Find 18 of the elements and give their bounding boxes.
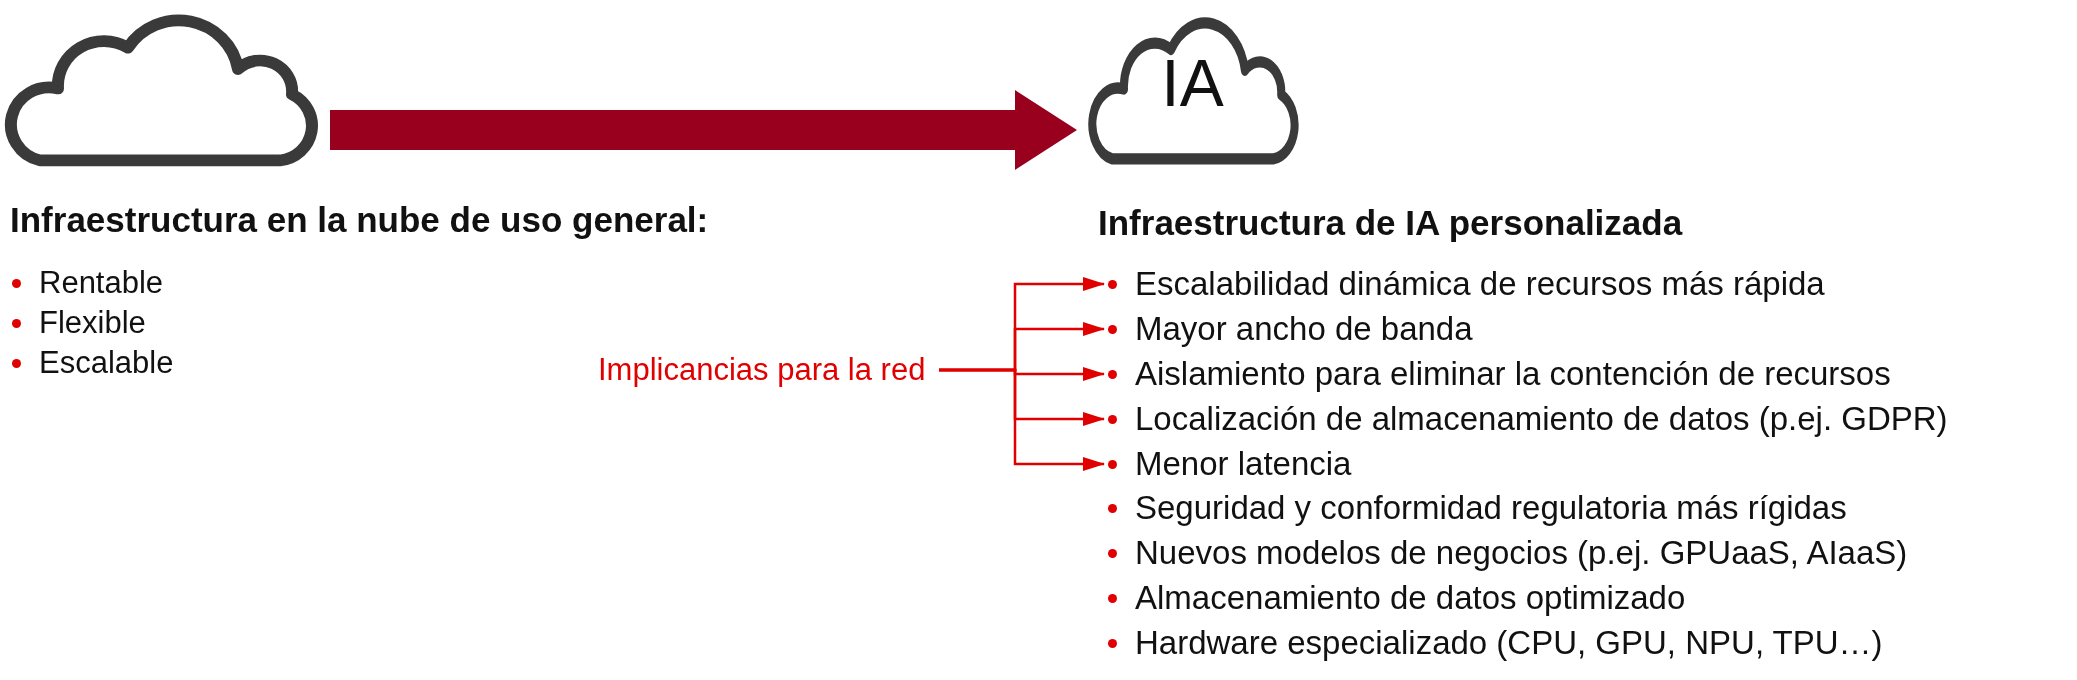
list-item-text: Nuevos modelos de negocios (p.ej. GPUaaS, AIaaS): [1135, 534, 1908, 572]
list-item-text: Seguridad y conformidad regulatoria más rígidas: [1135, 489, 1847, 527]
heading: Infraestructura de IA personalizada: [1098, 203, 1683, 243]
list-item-text: Localización de almacenamiento de datos (p.ej. GDPR): [1135, 400, 1948, 438]
list-item-text: Mayor ancho de banda: [1135, 310, 1473, 348]
list-item-text: Escalable: [39, 345, 174, 381]
annotation-text: Implicancias para la red: [598, 350, 934, 390]
list-item-text: Menor latencia: [1135, 445, 1352, 483]
list-item-text: Rentable: [39, 265, 164, 301]
arrow: [939, 368, 1105, 471]
list-item-text: Almacenamiento de datos optimizado: [1135, 579, 1686, 617]
list-item-text: Escalabilidad dinámica de recursos más rápida: [1135, 265, 1825, 303]
large-arrow: [330, 90, 1077, 170]
list-item-text: Flexible: [39, 305, 146, 341]
heading: Infraestructura en la nube de uso general:: [10, 200, 709, 240]
list-item-text: Hardware especializado (CPU, GPU, NPU, TPU…): [1135, 624, 1883, 662]
cloud-label: IA: [1160, 50, 1225, 116]
list-item-text: Aislamiento para eliminar la contención de recursos: [1135, 355, 1891, 393]
